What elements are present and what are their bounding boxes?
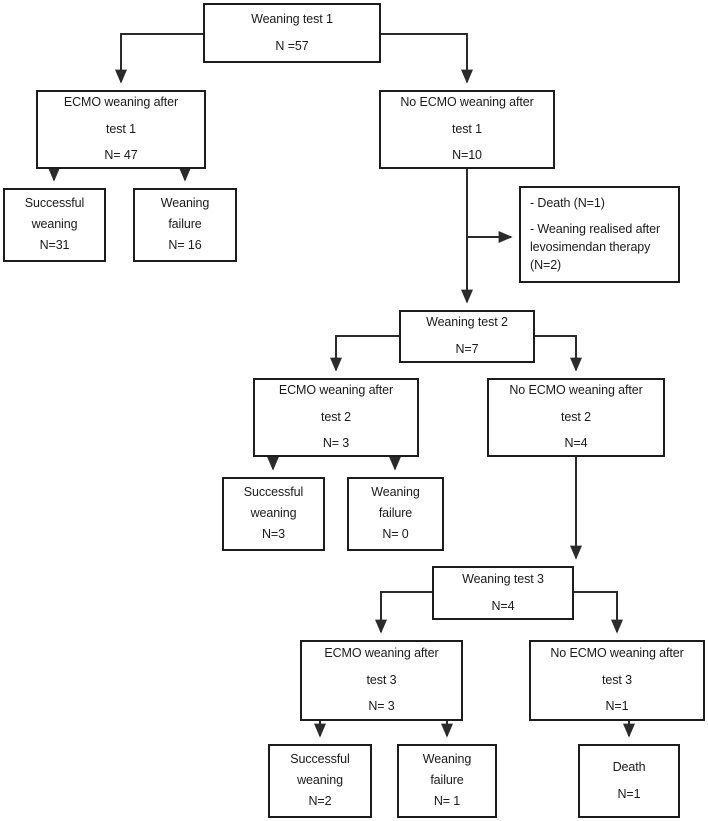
- node-text-line: N =57: [275, 38, 309, 53]
- node-text-line: No ECMO weaning after: [509, 382, 643, 397]
- edge-test3-to-ecmo3: [375, 591, 432, 634]
- node-text-line: test 3: [366, 672, 397, 687]
- node-text-line: test 2: [321, 409, 351, 424]
- node-text-line: test 2: [561, 409, 591, 424]
- node-text-line: N=7: [455, 342, 479, 356]
- node-text-line: failure: [168, 217, 202, 232]
- node-text-line: N= 1: [433, 793, 461, 808]
- node-text-line: - Death (N=1): [530, 195, 605, 210]
- node-text-line: N=3: [262, 526, 285, 541]
- node-text-line: test 3: [602, 672, 632, 687]
- edge-test1-to-ecmo1: [115, 33, 203, 84]
- no-ecmo-weaning-after-test-2-box: No ECMO weaning after test 2 N=4: [487, 378, 665, 457]
- weaning-test-3-box: Weaning test 3 N=4: [432, 566, 574, 620]
- weaning-failure-1-box: Weaning failure N= 16: [133, 188, 237, 262]
- node-text-line: N=4: [564, 436, 588, 451]
- weaning-failure-3-box: Weaning failure N= 1: [397, 744, 497, 818]
- edge-test2-to-ecmo2: [330, 335, 399, 372]
- node-text-line: Death: [612, 759, 646, 774]
- no-ecmo-weaning-after-test-3-box: No ECMO weaning after test 3 N=1: [529, 640, 705, 721]
- weaning-test-2-box: Weaning test 2 N=7: [399, 310, 535, 363]
- node-text-line: N=31: [39, 237, 70, 252]
- node-text-line: N=4: [491, 598, 515, 613]
- ecmo-weaning-after-test-3-box: ECMO weaning after test 3 N= 3: [300, 640, 463, 721]
- node-text-line: Successful: [243, 485, 304, 500]
- ecmo-weaning-after-test-1-box: ECMO weaning after test 1 N= 47: [36, 90, 206, 169]
- node-text-line: N=1: [605, 699, 629, 714]
- node-text-line: Successful: [290, 752, 350, 767]
- weaning-failure-2-box: Weaning failure N= 0: [347, 477, 444, 551]
- node-text-line: weaning: [31, 217, 78, 232]
- node-text-line: Weaning test 2: [426, 315, 508, 330]
- node-text-line: No ECMO weaning after: [550, 645, 684, 660]
- no-ecmo-weaning-after-test-1-box: No ECMO weaning after test 1 N=10: [379, 90, 555, 169]
- node-text-line: N=1: [617, 786, 641, 801]
- node-text-line: Weaning: [422, 752, 472, 767]
- node-text-line: N= 0: [382, 526, 409, 541]
- node-text-line: Weaning test 1: [251, 11, 333, 26]
- node-text-line: N= 3: [368, 699, 395, 714]
- node-text-line: weaning: [297, 773, 343, 788]
- node-text-line: ECMO weaning after: [63, 94, 179, 109]
- edge-test2-to-noecmo2: [535, 335, 582, 372]
- node-text-line: ECMO weaning after: [278, 382, 394, 397]
- node-text-line: N= 47: [104, 148, 138, 163]
- node-text-line: test 1: [106, 121, 136, 136]
- node-text-line: No ECMO weaning after: [400, 94, 534, 109]
- death-levosimendan-note-box: - Death (N=1) - Weaning realised after le…: [519, 186, 680, 283]
- node-text-line: test 1: [452, 121, 482, 136]
- node-text-line: Successful: [24, 196, 85, 211]
- weaning-test-1-box: Weaning test 1 N =57: [203, 3, 381, 63]
- node-text-line: N= 3: [322, 436, 350, 451]
- node-text-line: Weaning: [371, 485, 420, 500]
- node-text-line: Weaning: [160, 196, 210, 211]
- node-text-line: weaning: [250, 506, 297, 521]
- node-text-line: - Weaning realised after levosimendan th…: [530, 222, 661, 272]
- node-text-line: failure: [430, 773, 464, 788]
- ecmo-weaning-after-test-2-box: ECMO weaning after test 2 N= 3: [253, 378, 419, 457]
- node-text-line: ECMO weaning after: [324, 645, 439, 660]
- node-text-line: N=10: [452, 148, 482, 163]
- edge-test1-to-noecmo1: [381, 33, 473, 84]
- node-text-line: Weaning test 3: [462, 571, 544, 586]
- node-text-line: N=2: [308, 793, 332, 808]
- node-text-line: failure: [378, 506, 413, 521]
- edge-test3-to-noecmo3: [574, 591, 623, 634]
- node-text-line: N= 16: [168, 237, 202, 252]
